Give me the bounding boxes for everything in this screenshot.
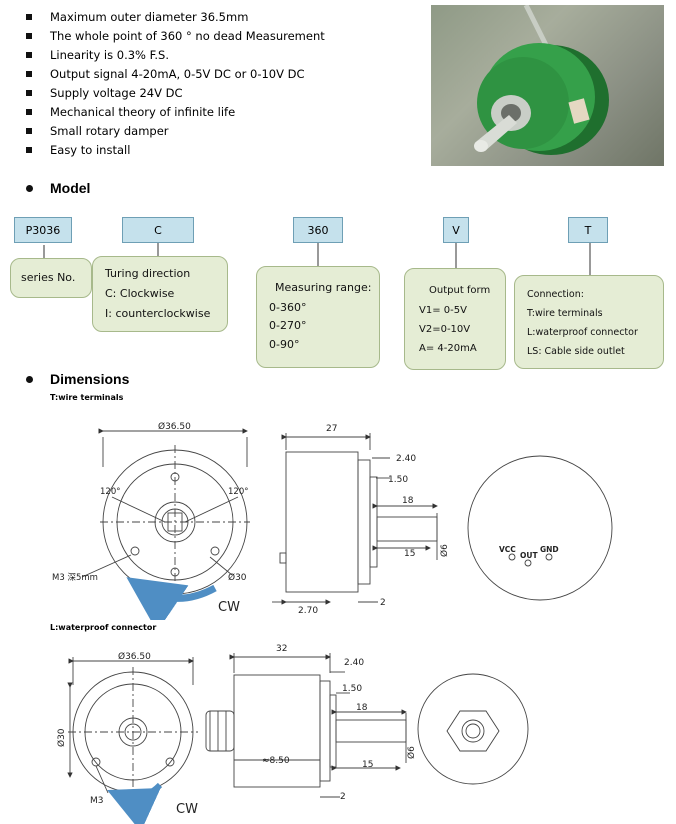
connection-box: Connection: T:wire terminals L:waterproo… [514,275,664,369]
cw-arrow-icon [126,577,217,620]
dim-2-40: 2.40 [396,454,416,464]
dim-d30-2: Ø30 [56,728,67,747]
dim-2-40-b: 2.40 [344,658,364,668]
shaft-end [474,140,488,152]
product-photo [431,5,664,166]
bullet-square-icon [26,90,32,96]
dim-len32: 32 [276,644,287,654]
waterproof-connector-subheading: L:waterproof connector [50,623,157,632]
dim-1-50-b: 1.50 [342,684,362,694]
cw-label-2: CW [176,802,198,817]
bullet-square-icon [26,33,32,39]
dim-2: 2 [380,598,386,608]
side-view [272,433,438,605]
code-range: 360 [293,217,343,243]
dim-m3-2: M3 [90,796,104,806]
cw-label: CW [218,600,240,615]
bullet-dot-icon [26,185,33,192]
model-connectors [43,243,591,275]
dim-2-b: 2 [340,792,346,802]
dim-angle-left: 120° [100,487,120,497]
code-direction: C [122,217,194,243]
dim-angle-right: 120° [228,487,248,497]
terminal-out: OUT [520,551,538,560]
terminal-gnd: GND [540,545,559,554]
dim-d6-b: Ø6 [406,746,417,759]
dim-len27: 27 [326,424,337,434]
rear-view-2 [417,673,529,785]
wire-terminals-drawing: Ø36.50 120° 120° M3 深5mm Ø30 CW 27 2.40 … [52,421,613,620]
side-view-2 [205,653,407,798]
wire-terminals-subheading: T:wire terminals [50,393,124,402]
output-box: Output form V1= 0-5V V2=0-10V A= 4-20mA [404,268,506,370]
encoder-illustration [474,5,609,155]
bullet-square-icon [26,147,32,153]
dim-m3: M3 深5mm [52,573,98,583]
cable-shape [523,5,549,47]
code-series: P3036 [14,217,72,243]
waterproof-connector-drawing: Ø36.50 Ø30 M3 CW 32 2.40 1.50 18 15 Ø6 ≈… [56,644,529,824]
range-box: Measuring range: 0-360° 0-270° 0-90° [256,266,380,368]
dim-2-70: 2.70 [298,606,318,616]
direction-box: Turing direction C: Clockwise I: counter… [92,256,228,332]
dim-d6: Ø6 [439,544,450,557]
dim-1-50: 1.50 [388,475,408,485]
front-view-2 [67,657,198,797]
front-view [81,428,250,600]
dim-d30: Ø30 [228,572,247,583]
dim-15: 15 [404,549,415,559]
bullet-square-icon [26,52,32,58]
bullet-square-icon [26,128,32,134]
rear-view [467,455,613,601]
dim-15-b: 15 [362,760,373,770]
dim-18-b: 18 [356,703,368,713]
series-box: series No. [10,258,92,298]
dim-18: 18 [402,496,414,506]
bullet-dot-icon [26,376,33,383]
code-output: V [443,217,469,243]
code-connection: T [568,217,608,243]
terminal-vcc: VCC [499,545,516,554]
bullet-square-icon [26,109,32,115]
dim-8-50: ≈8.50 [262,756,290,766]
shaft-shape [477,115,517,151]
dim-diameter-2: Ø36.50 [118,651,151,662]
cw-arrow-icon [107,782,163,824]
bullet-square-icon [26,14,32,20]
label-sticker [568,98,590,124]
dim-diameter: Ø36.50 [158,421,191,432]
bullet-square-icon [26,71,32,77]
